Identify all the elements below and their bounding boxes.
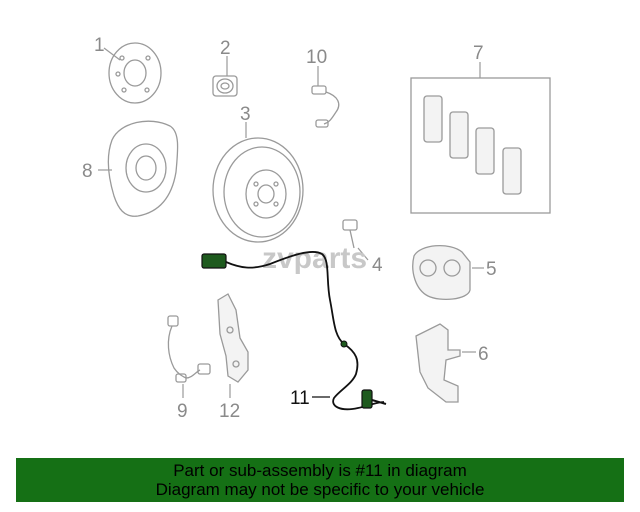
callout-4: 4 (372, 255, 383, 276)
parts-diagram: 1 2 10 7 8 (82, 35, 551, 422)
part-4-bolt (342, 219, 369, 261)
part-6-caliper-bracket (415, 323, 476, 403)
part-8-splash-shield (98, 120, 179, 217)
part-9-brake-hose (167, 315, 211, 398)
banner-line-2: Diagram may not be specific to your vehi… (155, 480, 485, 499)
callout-9: 9 (177, 401, 188, 422)
callout-5: 5 (486, 259, 497, 280)
watermark-text: zvparts (262, 242, 367, 275)
info-banner: Part or sub-assembly is #11 in diagram D… (16, 458, 624, 502)
part-12-hose-bracket (217, 293, 249, 398)
part-7-brake-pad-set (410, 62, 551, 214)
callout-6: 6 (478, 344, 489, 365)
part-10-wear-sensor (311, 66, 340, 128)
callout-3: 3 (240, 104, 251, 125)
callout-8: 8 (82, 161, 93, 182)
callout-7: 7 (473, 43, 484, 64)
part-1-hub-flange (103, 42, 162, 104)
callout-11: 11 (290, 388, 310, 409)
part-2-bearing-nut (212, 56, 238, 97)
callout-2: 2 (220, 38, 231, 59)
callout-12: 12 (219, 401, 240, 422)
part-3-brake-rotor (212, 122, 304, 243)
callout-10: 10 (306, 47, 327, 68)
part-5-caliper (412, 245, 484, 301)
callout-1: 1 (94, 35, 105, 56)
part-11-abs-sensor (201, 251, 387, 411)
banner-line-1: Part or sub-assembly is #11 in diagram (173, 461, 467, 480)
